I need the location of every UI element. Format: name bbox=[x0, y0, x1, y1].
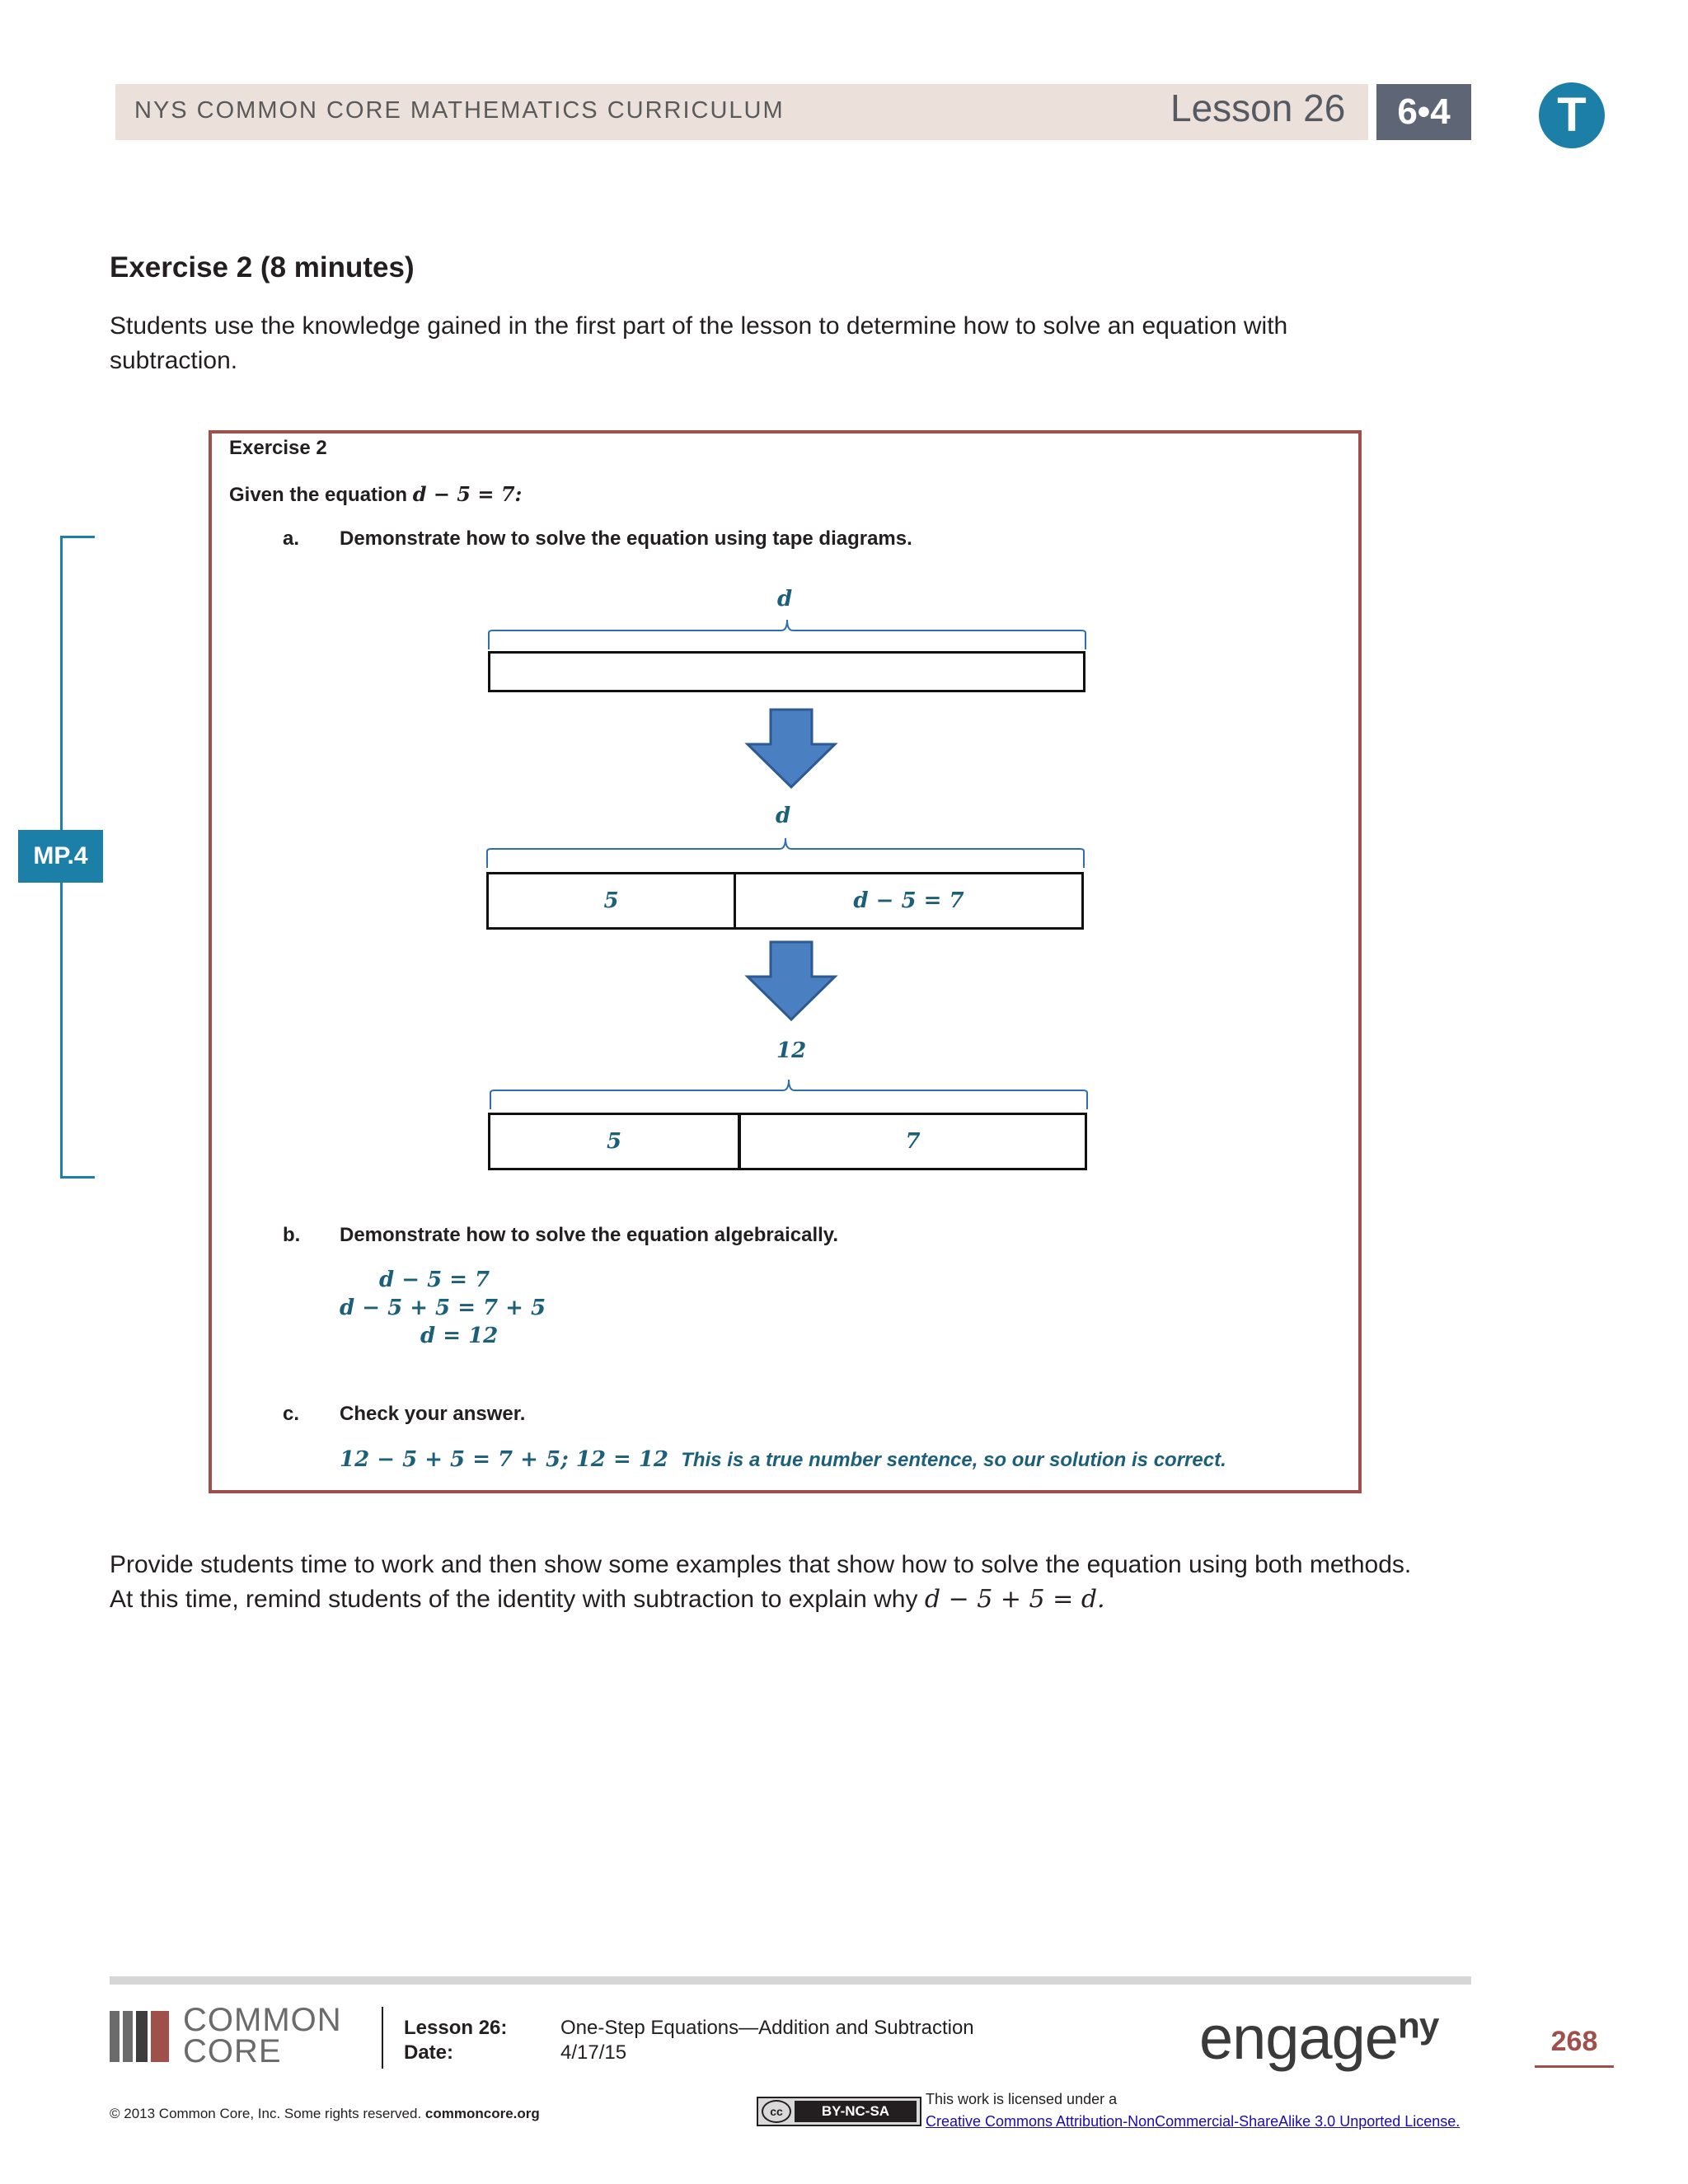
copyright-text: © 2013 Common Core, Inc. Some rights res… bbox=[110, 2106, 422, 2121]
tape3-left-cell: 5 bbox=[490, 1115, 741, 1168]
lesson-title: Lesson 26 bbox=[1170, 87, 1346, 129]
check-line: 12 − 5 + 5 = 7 + 5; 12 = 12 This is a tr… bbox=[340, 1446, 1226, 1472]
cc-icon: cc bbox=[762, 2100, 791, 2123]
footer-separator bbox=[382, 2007, 383, 2069]
closing-line-2-text: At this time, remind students of the ide… bbox=[110, 1586, 918, 1613]
part-c-text: Check your answer. bbox=[340, 1403, 526, 1425]
brand-text: engage bbox=[1199, 2004, 1399, 2072]
intro-line-2: subtraction. bbox=[110, 347, 238, 374]
logo-line-2: CORE bbox=[183, 2033, 282, 2069]
mp-badge: MP.4 bbox=[18, 830, 103, 883]
closing-line-2-math: d − 5 + 5 = d. bbox=[924, 1585, 1105, 1614]
algebra-line-2: d − 5 + 5 = 7 + 5 bbox=[340, 1296, 546, 1320]
tape2-left-cell: 5 bbox=[489, 874, 736, 927]
copyright-site: commoncore.org bbox=[424, 2106, 540, 2121]
brand-sup: ny bbox=[1397, 2005, 1439, 2046]
tape2-right-cell: d − 5 = 7 bbox=[853, 888, 964, 913]
part-c-label: c. bbox=[283, 1403, 300, 1425]
footer-divider bbox=[110, 1976, 1471, 1985]
given-equation: d − 5 = 7: bbox=[412, 482, 523, 506]
exercise-title: Exercise 2 bbox=[229, 437, 327, 459]
engageny-logo: engageny bbox=[1199, 2003, 1439, 2073]
footer-lesson-title: One-Step Equations—Addition and Subtract… bbox=[560, 2017, 974, 2039]
license-type: BY-NC-SA bbox=[795, 2101, 917, 2122]
footer-lesson-label: Lesson 26: bbox=[404, 2017, 508, 2039]
grade-module-badge: 6•4 bbox=[1376, 84, 1471, 140]
section-title: Exercise 2 (8 minutes) bbox=[110, 251, 415, 284]
curriculum-title: NYS COMMON CORE MATHEMATICS CURRICULUM bbox=[134, 97, 785, 124]
license-link[interactable]: Creative Commons Attribution-NonCommerci… bbox=[926, 2113, 1461, 2130]
tape2-top-label: d bbox=[776, 804, 791, 828]
header-bar bbox=[115, 84, 1368, 140]
algebra-line-1: d − 5 = 7 bbox=[379, 1268, 490, 1292]
closing-line-1: Provide students time to work and then s… bbox=[110, 1551, 1412, 1578]
tape3-brace bbox=[490, 1079, 1088, 1109]
intro-line-1: Students use the knowledge gained in the… bbox=[110, 312, 1288, 340]
algebra-line-3: d = 12 bbox=[420, 1324, 499, 1348]
part-a-text: Demonstrate how to solve the equation us… bbox=[340, 527, 912, 550]
part-b-label: b. bbox=[283, 1224, 301, 1246]
tape3-top-label: 12 bbox=[776, 1038, 807, 1063]
check-note: This is a true number sentence, so our s… bbox=[681, 1449, 1226, 1471]
closing-line-2: At this time, remind students of the ide… bbox=[110, 1582, 1494, 1617]
tape1-bar bbox=[488, 651, 1085, 692]
common-core-wordmark: COMMON CORE bbox=[183, 2002, 342, 2069]
down-arrow-icon bbox=[744, 708, 838, 790]
page-number-underline bbox=[1535, 2065, 1614, 2068]
logo-line-1: COMMON bbox=[183, 2002, 342, 2038]
given-line: Given the equation d − 5 = 7: bbox=[229, 482, 522, 507]
tape3-bar: 5 7 bbox=[488, 1113, 1087, 1170]
license-text: This work is licensed under a bbox=[926, 2091, 1118, 2107]
part-a-label: a. bbox=[283, 527, 300, 550]
tape2-bar: 5 d − 5 = 7 bbox=[486, 872, 1084, 930]
copyright-line: © 2013 Common Core, Inc. Some rights res… bbox=[110, 2106, 540, 2122]
footer-date-label: Date: bbox=[404, 2041, 454, 2064]
footer-date-value: 4/17/15 bbox=[560, 2041, 627, 2064]
check-math: 12 − 5 + 5 = 7 + 5; 12 = 12 bbox=[340, 1447, 669, 1472]
part-b-text: Demonstrate how to solve the equation al… bbox=[340, 1224, 839, 1246]
tape3-right-cell: 7 bbox=[905, 1129, 921, 1154]
teacher-badge-icon: T bbox=[1539, 82, 1605, 148]
tape2-brace bbox=[486, 837, 1085, 868]
tape1-top-label: d bbox=[777, 587, 793, 612]
page-number: 268 bbox=[1550, 2026, 1598, 2057]
exercise-box bbox=[209, 430, 1362, 1493]
given-prefix: Given the equation bbox=[229, 484, 408, 506]
common-core-logo-icon bbox=[110, 2011, 171, 2062]
tape1-brace bbox=[488, 619, 1086, 649]
down-arrow-icon bbox=[744, 940, 838, 1022]
cc-license-badge[interactable]: cc BY-NC-SA bbox=[757, 2097, 921, 2126]
